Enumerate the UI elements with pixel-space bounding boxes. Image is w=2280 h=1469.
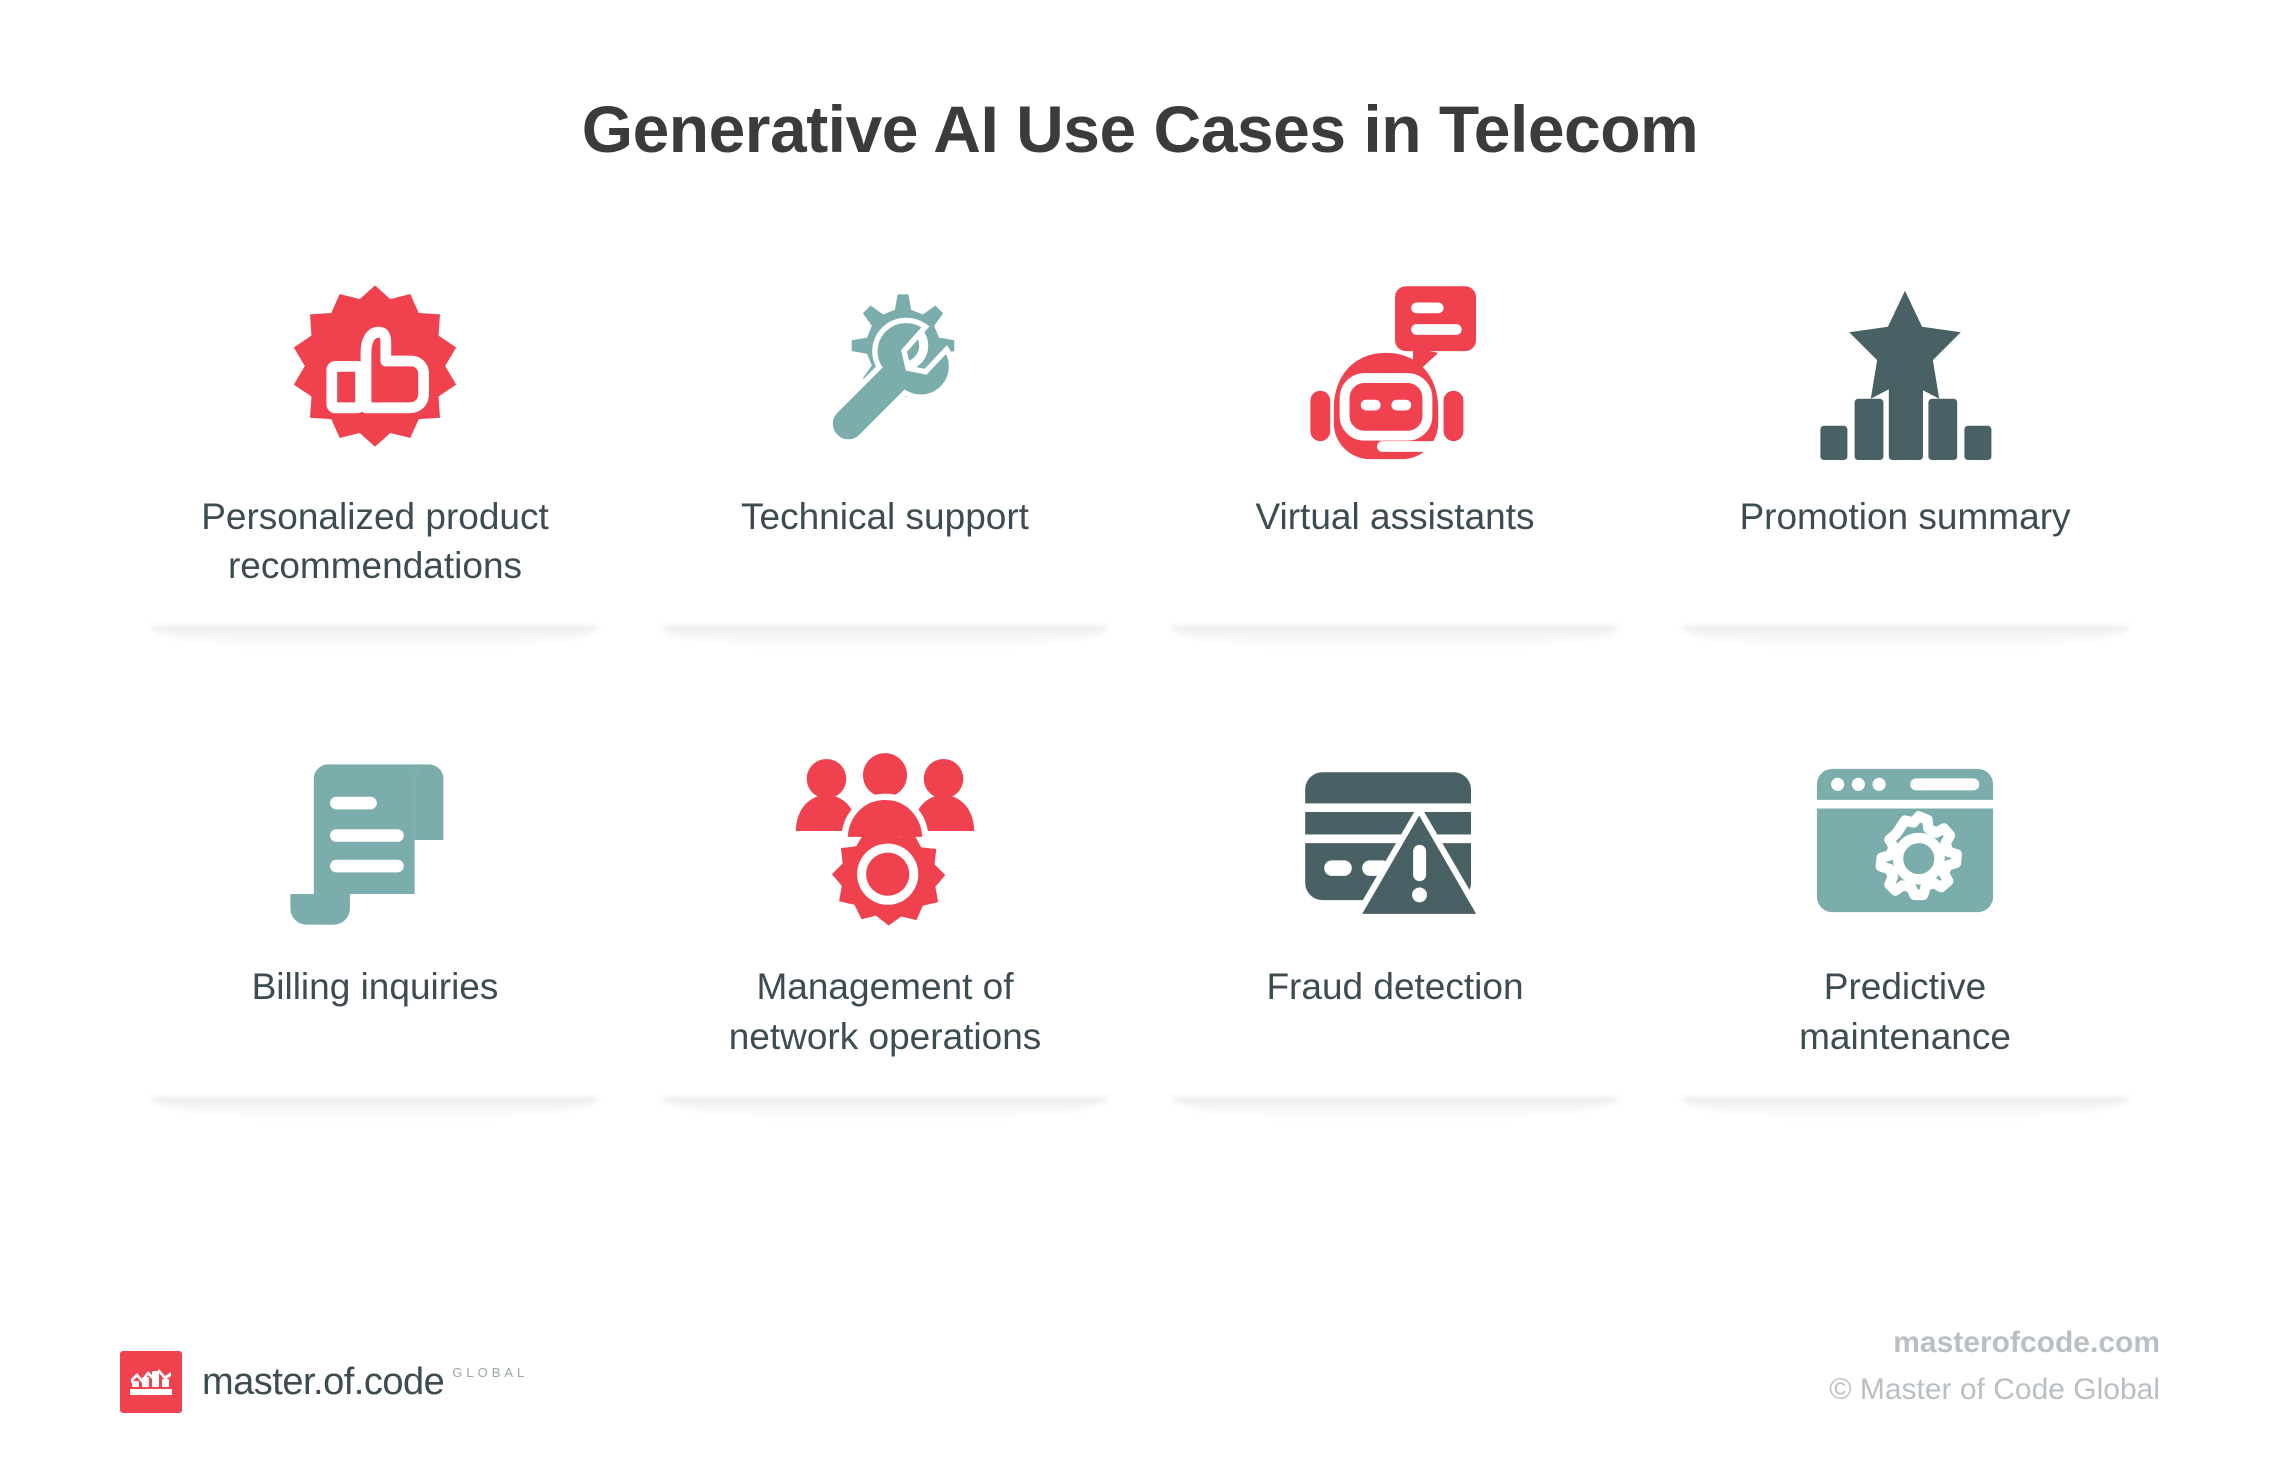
use-case-grid: Personalized product recommendations — [0, 270, 2280, 1123]
card-divider — [660, 626, 1110, 653]
use-case-label: Virtual assistants — [1255, 496, 1535, 537]
copyright-text: © Master of Code Global — [1829, 1372, 2160, 1406]
use-case-card-1: Personalized product recommendations — [120, 270, 630, 653]
logo-wordmark-text: master.of.code — [202, 1360, 445, 1403]
card-warning-icon — [1300, 740, 1490, 940]
logo-mark-icon — [120, 1351, 182, 1413]
use-case-card-6: Management of network operations — [630, 652, 1140, 1123]
card-divider — [1680, 626, 2130, 653]
website-url[interactable]: masterofcode.com — [1893, 1326, 2160, 1359]
use-case-label: Predictive maintenance — [1799, 966, 2011, 1057]
card-divider — [1680, 1096, 2130, 1123]
use-case-label: Personalized product recommendations — [201, 496, 549, 587]
footer-credits: masterofcode.com © Master of Code Global — [1829, 1320, 2160, 1413]
browser-gear-icon — [1810, 740, 2000, 940]
card-divider — [660, 1096, 1110, 1123]
gear-wrench-icon — [795, 270, 975, 470]
chatbot-robot-icon — [1305, 270, 1485, 470]
receipt-document-icon — [285, 740, 465, 940]
logo-wordmark: master.of.code GLOBAL — [202, 1361, 528, 1404]
use-case-label: Technical support — [741, 496, 1029, 537]
card-divider — [150, 1096, 600, 1123]
card-divider — [150, 626, 600, 653]
footer: master.of.code GLOBAL masterofcode.com ©… — [0, 1320, 2280, 1413]
use-case-label: Management of network operations — [728, 966, 1042, 1057]
brand-logo[interactable]: master.of.code GLOBAL — [120, 1351, 528, 1413]
use-case-label: Billing inquiries — [251, 966, 499, 1008]
thumbs-up-badge-icon — [285, 270, 465, 470]
use-case-card-5: Billing inquiries — [120, 652, 630, 1123]
use-case-label: Promotion summary — [1739, 496, 2071, 537]
card-divider — [1170, 1096, 1620, 1123]
use-case-label: Fraud detection — [1266, 966, 1524, 1008]
logo-global-suffix: GLOBAL — [452, 1364, 529, 1380]
card-divider — [1170, 626, 1620, 653]
use-case-card-8: Predictive maintenance — [1650, 652, 2160, 1123]
page-title: Generative AI Use Cases in Telecom — [581, 92, 1699, 166]
use-case-card-7: Fraud detection — [1140, 652, 1650, 1123]
bar-chart-star-icon — [1815, 270, 1995, 470]
use-case-card-4: Promotion summary — [1650, 270, 2160, 653]
use-case-card-3: Virtual assistants — [1140, 270, 1650, 653]
people-gear-icon — [790, 740, 980, 940]
use-case-card-2: Technical support — [630, 270, 1140, 653]
